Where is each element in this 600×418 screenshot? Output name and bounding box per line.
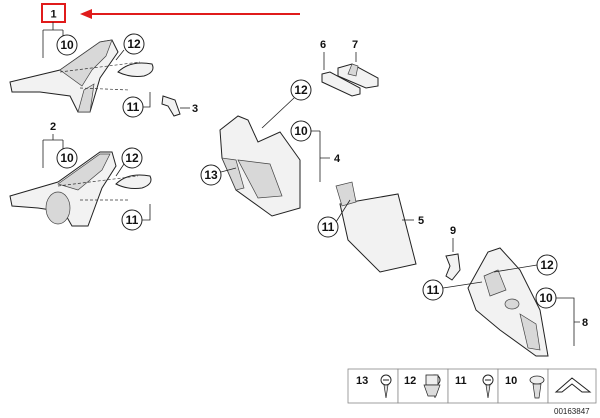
expanding-rivet-icon	[529, 375, 545, 399]
callout-1[interactable]: 1	[50, 9, 56, 21]
legend-label-11: 11	[455, 375, 467, 387]
callout-4[interactable]: 4	[334, 153, 341, 165]
callout-12-c[interactable]: 12	[290, 79, 312, 101]
callout-12-d[interactable]: 12	[536, 254, 558, 276]
callout-10-b[interactable]: 10	[56, 147, 78, 169]
part-9-clip	[445, 253, 461, 281]
screw-13-icon	[380, 374, 392, 399]
part-6-strip	[321, 71, 361, 97]
callout-7[interactable]: 7	[352, 39, 358, 51]
callout-3[interactable]: 3	[192, 103, 198, 115]
svg-text:12: 12	[540, 258, 554, 272]
part-2-trim	[9, 151, 152, 227]
svg-text:11: 11	[126, 213, 139, 227]
highlight-box	[41, 3, 66, 23]
svg-text:12: 12	[294, 83, 308, 97]
svg-text:12: 12	[127, 37, 141, 51]
legend-label-10: 10	[505, 375, 517, 387]
svg-text:10: 10	[60, 38, 74, 52]
callout-8[interactable]: 8	[582, 317, 588, 329]
svg-text:11: 11	[127, 100, 140, 114]
diagram-id: 00163847	[554, 407, 590, 416]
svg-text:10: 10	[60, 151, 74, 165]
part-3-clip	[161, 95, 181, 117]
callout-11-c[interactable]: 11	[317, 216, 339, 238]
callout-10-d[interactable]: 10	[535, 287, 557, 309]
callout-12-a[interactable]: 12	[123, 33, 145, 55]
legend-label-13: 13	[356, 375, 368, 387]
callout-10-c[interactable]: 10	[290, 120, 312, 142]
part-7-strip	[337, 63, 379, 89]
svg-text:11: 11	[322, 220, 335, 234]
callout-10-a[interactable]: 10	[56, 34, 78, 56]
svg-text:11: 11	[427, 283, 440, 297]
callout-2[interactable]: 2	[50, 121, 56, 133]
callout-13[interactable]: 13	[200, 164, 222, 186]
callout-5[interactable]: 5	[418, 215, 424, 227]
svg-text:10: 10	[539, 291, 553, 305]
screw-11-icon	[482, 374, 494, 399]
direction-arrow-icon	[554, 377, 592, 393]
callout-11-b[interactable]: 11	[121, 209, 143, 231]
svg-text:13: 13	[204, 168, 218, 182]
clip-nut-icon	[423, 374, 441, 397]
highlight-arrow	[80, 9, 300, 19]
callout-12-b[interactable]: 12	[121, 147, 143, 169]
fastener-legend: 13 12 11 10	[347, 368, 597, 404]
callout-9[interactable]: 9	[450, 225, 456, 237]
callout-6[interactable]: 6	[320, 39, 326, 51]
legend-label-12: 12	[404, 375, 416, 387]
callout-11-a[interactable]: 11	[122, 96, 144, 118]
part-8-trim	[467, 247, 549, 357]
svg-text:12: 12	[125, 151, 139, 165]
part-5-panel	[335, 181, 417, 273]
svg-text:10: 10	[294, 124, 308, 138]
part-4-cover	[219, 115, 301, 217]
callout-11-d[interactable]: 11	[422, 279, 444, 301]
part-1-trim	[9, 39, 154, 113]
